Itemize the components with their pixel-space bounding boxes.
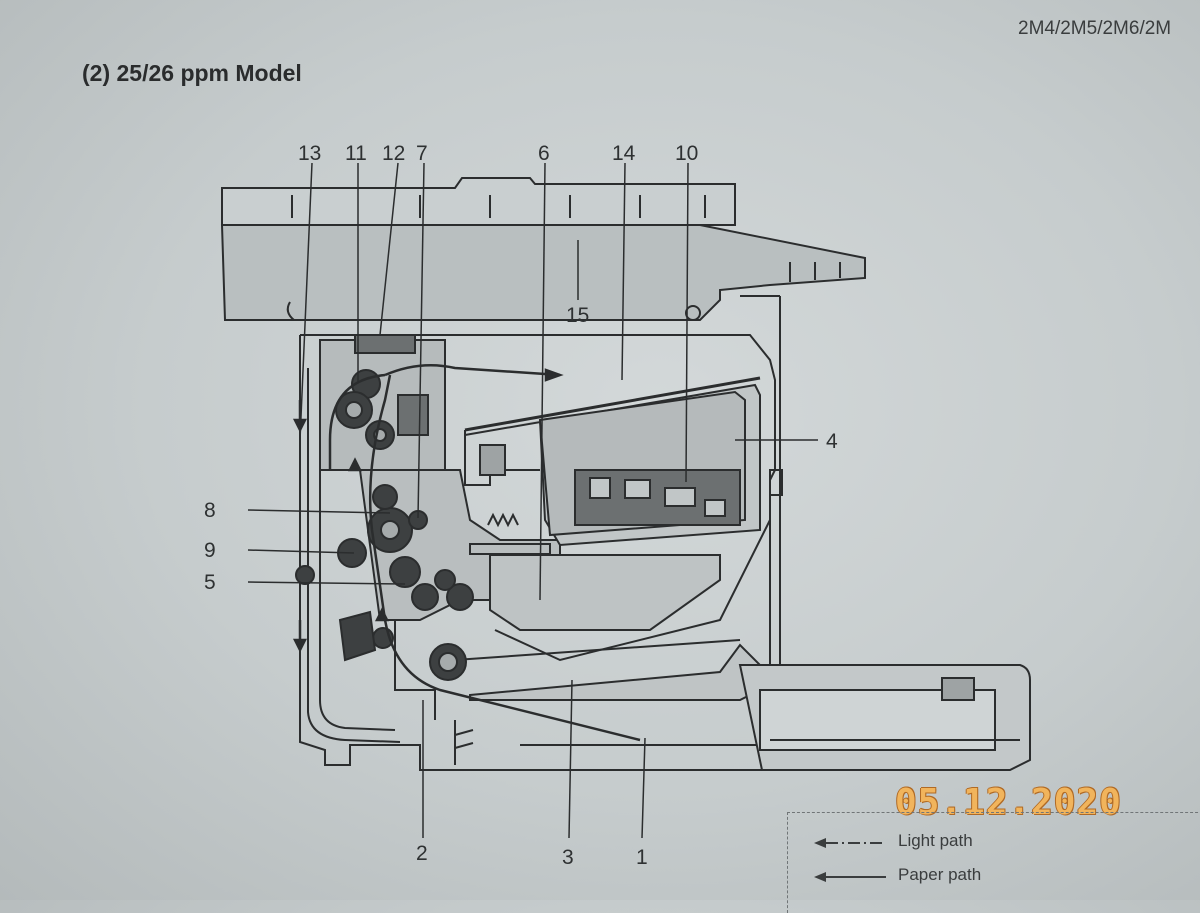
callout-1: 1 <box>636 846 648 869</box>
callout-2: 2 <box>416 842 428 865</box>
laser-scanner-unit <box>464 376 761 547</box>
paper-path-arrow-icon <box>814 872 886 882</box>
callout-14: 14 <box>612 142 636 165</box>
callout-6: 6 <box>538 142 550 165</box>
model-codes-header: 2M4/2M5/2M6/2M <box>1018 18 1172 39</box>
light-path-arrow-icon <box>814 838 886 848</box>
bypass-tray <box>738 664 1031 771</box>
callout-9: 9 <box>204 539 216 562</box>
paper-feed-section <box>338 610 761 765</box>
legend-light-path-label: Light path <box>898 831 973 850</box>
callout-5: 5 <box>204 571 216 594</box>
paper-path <box>292 363 641 742</box>
callout-4: 4 <box>826 430 838 453</box>
toner-container <box>454 519 771 662</box>
leader-lines <box>247 162 818 839</box>
callout-7: 7 <box>416 142 428 165</box>
page-title: (2) 25/26 ppm Model <box>82 60 302 86</box>
callout-8: 8 <box>204 499 216 522</box>
callout-3: 3 <box>562 846 574 869</box>
main-body <box>299 296 783 771</box>
callout-10: 10 <box>675 142 698 165</box>
callout-15: 15 <box>566 304 589 327</box>
callout-13: 13 <box>298 142 321 165</box>
callout-11: 11 <box>345 142 367 165</box>
legend-paper-path-label: Paper path <box>898 865 982 884</box>
left-paper-channel <box>307 368 401 743</box>
legend-box: Light path Paper path <box>787 812 1200 913</box>
camera-date-stamp: 05.12.2020 <box>895 782 1122 823</box>
callout-12: 12 <box>382 142 405 165</box>
